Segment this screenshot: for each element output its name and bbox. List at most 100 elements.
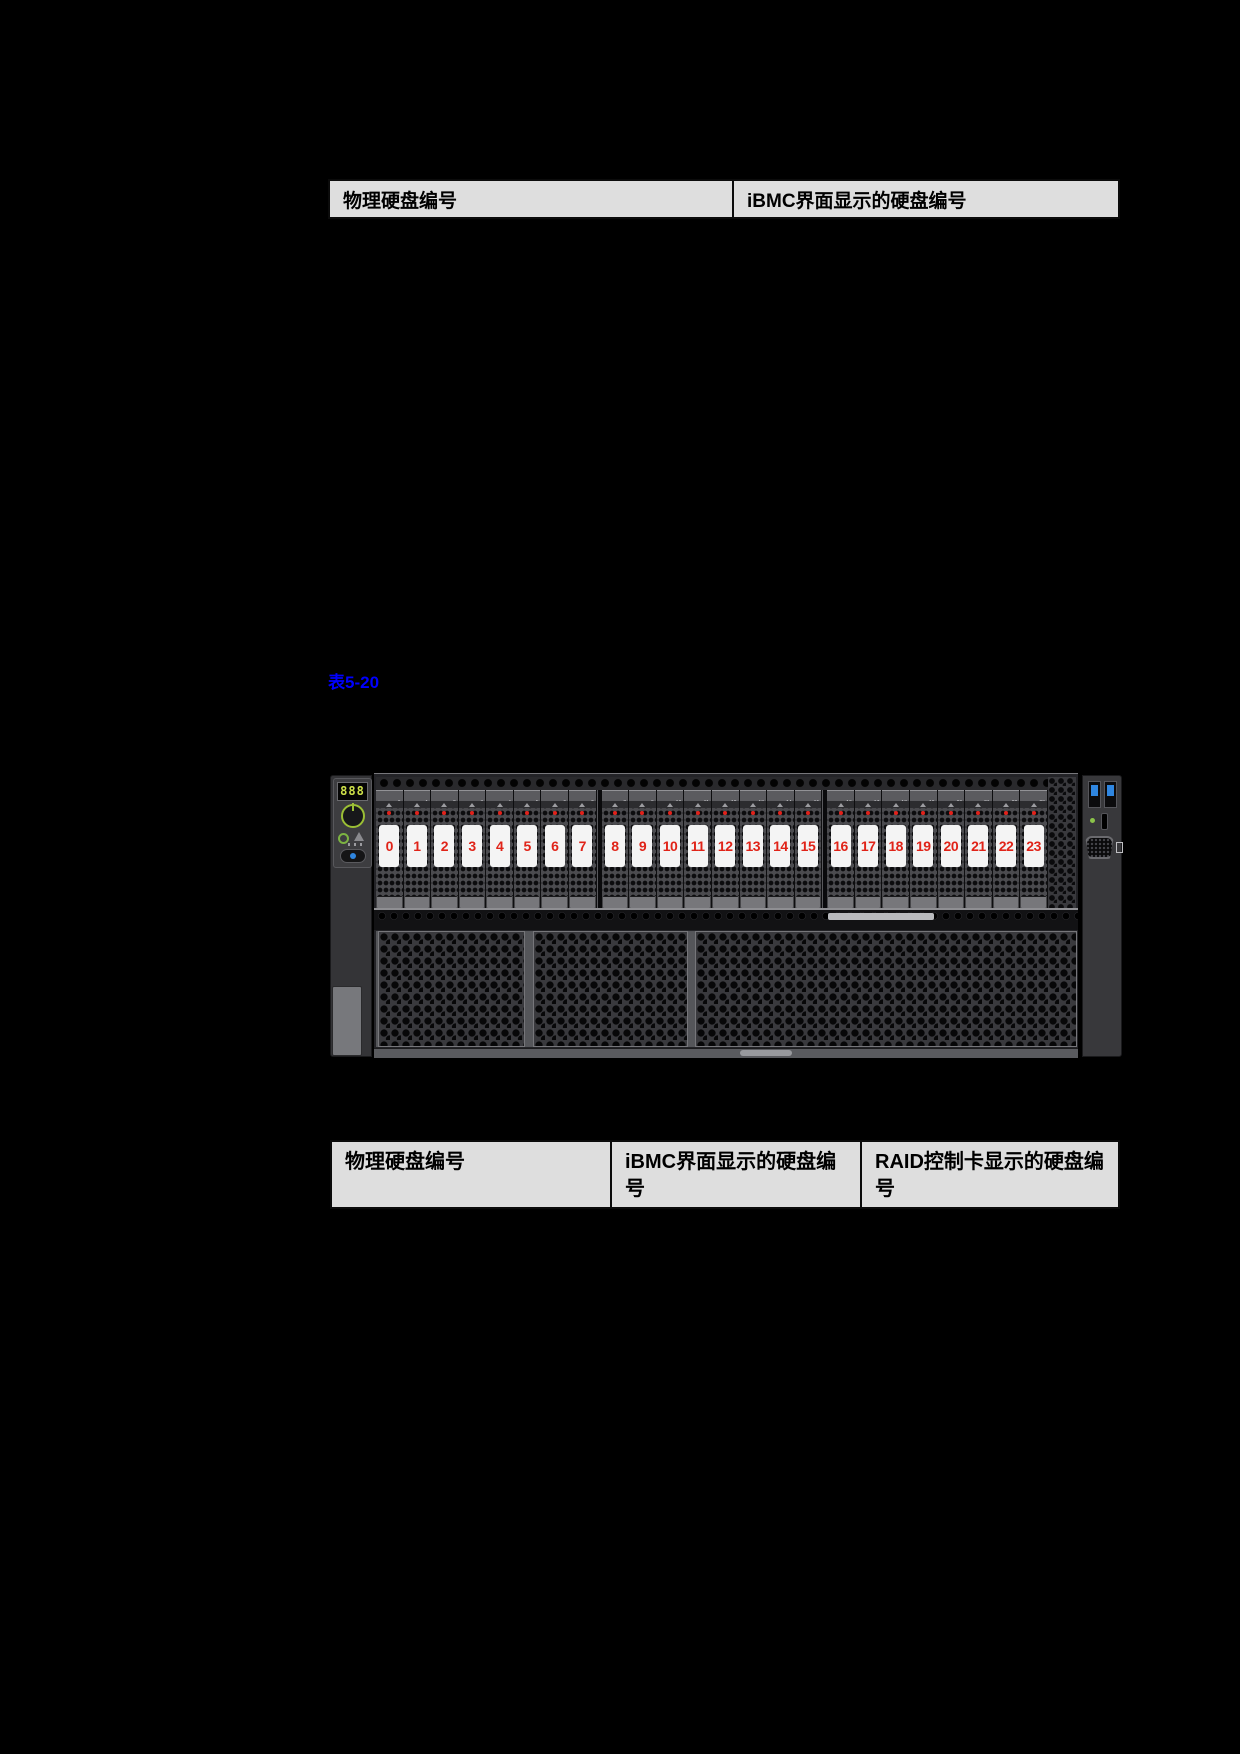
drive-number-label: 14 [770,825,791,867]
drive-bottom-cap [993,896,1019,908]
drive-bottom-cap [855,896,881,908]
drive-handle: 2 [431,790,458,806]
drive-activity-led-icon [497,811,502,815]
drive-front: 3 [458,808,486,896]
drive-bottom-cap [740,896,766,908]
drive-front: 16 [827,808,854,896]
drive-number-label: 11 [687,825,708,867]
drive-latch-icon [458,801,486,808]
drive-activity-led-icon [612,811,617,815]
drive-front: 22 [992,808,1020,896]
drive-handle: 23 [1020,790,1047,806]
drive-front: 13 [739,808,767,896]
drive-bottom-cap [404,896,430,908]
drive-bay: 33 [458,790,487,908]
drive-latch-icon [403,801,431,808]
drive-front: 23 [1020,808,1047,896]
drive-number-label: 2 [434,825,455,867]
drive-front: 11 [684,808,711,896]
drive-front: 4 [486,808,513,896]
vga-port-icon [1085,836,1114,859]
drive-front: 12 [711,808,739,896]
left-ear-handle [332,986,362,1056]
drive-bay: 77 [569,790,597,908]
drive-activity-led-icon [525,811,530,815]
drive-front: 19 [909,808,937,896]
drive-latch-icon [541,801,569,808]
drive-bay: 1313 [739,790,768,908]
drive-number-label: 17 [858,825,879,867]
drive-bottom-cap [602,896,628,908]
drive-handle: 20 [937,790,965,806]
drive-activity-led-icon [948,811,953,815]
drive-bottom-cap [910,896,936,908]
drive-number-label: 5 [517,825,538,867]
drive-latch-icon [1020,801,1047,808]
drive-bottom-cap [377,896,402,908]
drive-bay: 66 [541,790,570,908]
drive-number-label: 12 [715,825,736,867]
drive-bay: 2020 [937,790,966,908]
drive-handle: 9 [629,790,656,806]
drive-handle: 22 [992,790,1020,806]
table-caption-link[interactable]: 表5-20 [328,673,380,692]
drive-bottom-cap [487,896,512,908]
drive-bottom-cap [795,896,821,908]
bottom-table-header: 物理硬盘编号 iBMC界面显示的硬盘编号 RAID控制卡显示的硬盘编号 [330,1140,1120,1209]
top-table-col-physical: 物理硬盘编号 [330,181,734,217]
drive-front: 17 [854,808,882,896]
drive-front: 2 [431,808,458,896]
bottom-bezel-tab [740,1050,792,1056]
drive-bottom-cap [712,896,738,908]
drive-latch-icon [376,801,403,808]
drive-bottom-cap [657,896,683,908]
top-table-col-ibmc: iBMC界面显示的硬盘编号 [747,190,967,212]
drive-handle: 1 [403,790,431,806]
drive-activity-led-icon [866,811,871,815]
drive-front: 14 [767,808,794,896]
drive-number-label: 8 [604,825,625,867]
drive-handle: 7 [569,790,596,806]
drive-latch-icon [486,801,513,808]
drive-bay: 44 [486,790,514,908]
drive-front: 5 [513,808,541,896]
top-vent-strip [376,777,1076,790]
drive-bottom-cap [938,896,964,908]
drive-handle: 6 [541,790,569,806]
drive-bay: 2121 [965,790,993,908]
drive-bottom-cap [768,896,793,908]
drive-bottom-cap [459,896,485,908]
drive-handle: 4 [486,790,513,806]
drive-bay: 2222 [992,790,1021,908]
drive-latch-icon [739,801,767,808]
drive-bay: 1212 [711,790,740,908]
drive-latch-icon [656,801,684,808]
drive-bottom-cap [630,896,655,908]
drive-latch-icon [854,801,882,808]
right-mounting-ear [1082,775,1123,1057]
drive-handle: 8 [601,790,629,806]
drive-front: 9 [629,808,656,896]
drive-latch-icon [965,801,992,808]
drive-bottom-cap [570,896,595,908]
drive-latch-icon [992,801,1020,808]
power-button-icon [341,803,365,828]
drive-bay: 99 [629,790,657,908]
status-led-icon [1090,818,1095,823]
drive-bay: 1818 [882,790,910,908]
drive-number-label: 7 [572,825,593,867]
mid-vent-band [374,908,1078,930]
drive-activity-led-icon [750,811,755,815]
drive-latch-icon [909,801,937,808]
bottom-table-col-raid: RAID控制卡显示的硬盘编号 [875,1151,1104,1200]
drive-latch-icon [569,801,596,808]
usb3-port-icon [1088,781,1101,808]
left-mounting-ear: 888 [330,775,372,1057]
server-front-panel-image: 888 001122334455667788991010111112121313… [330,773,1123,1059]
bottom-table-col-physical: 物理硬盘编号 [332,1142,612,1207]
drive-number-label: 15 [797,825,818,867]
drive-number-label: 3 [462,825,483,867]
drive-number-label: 16 [830,825,851,867]
drive-number-label: 21 [968,825,989,867]
drive-latch-icon [684,801,711,808]
